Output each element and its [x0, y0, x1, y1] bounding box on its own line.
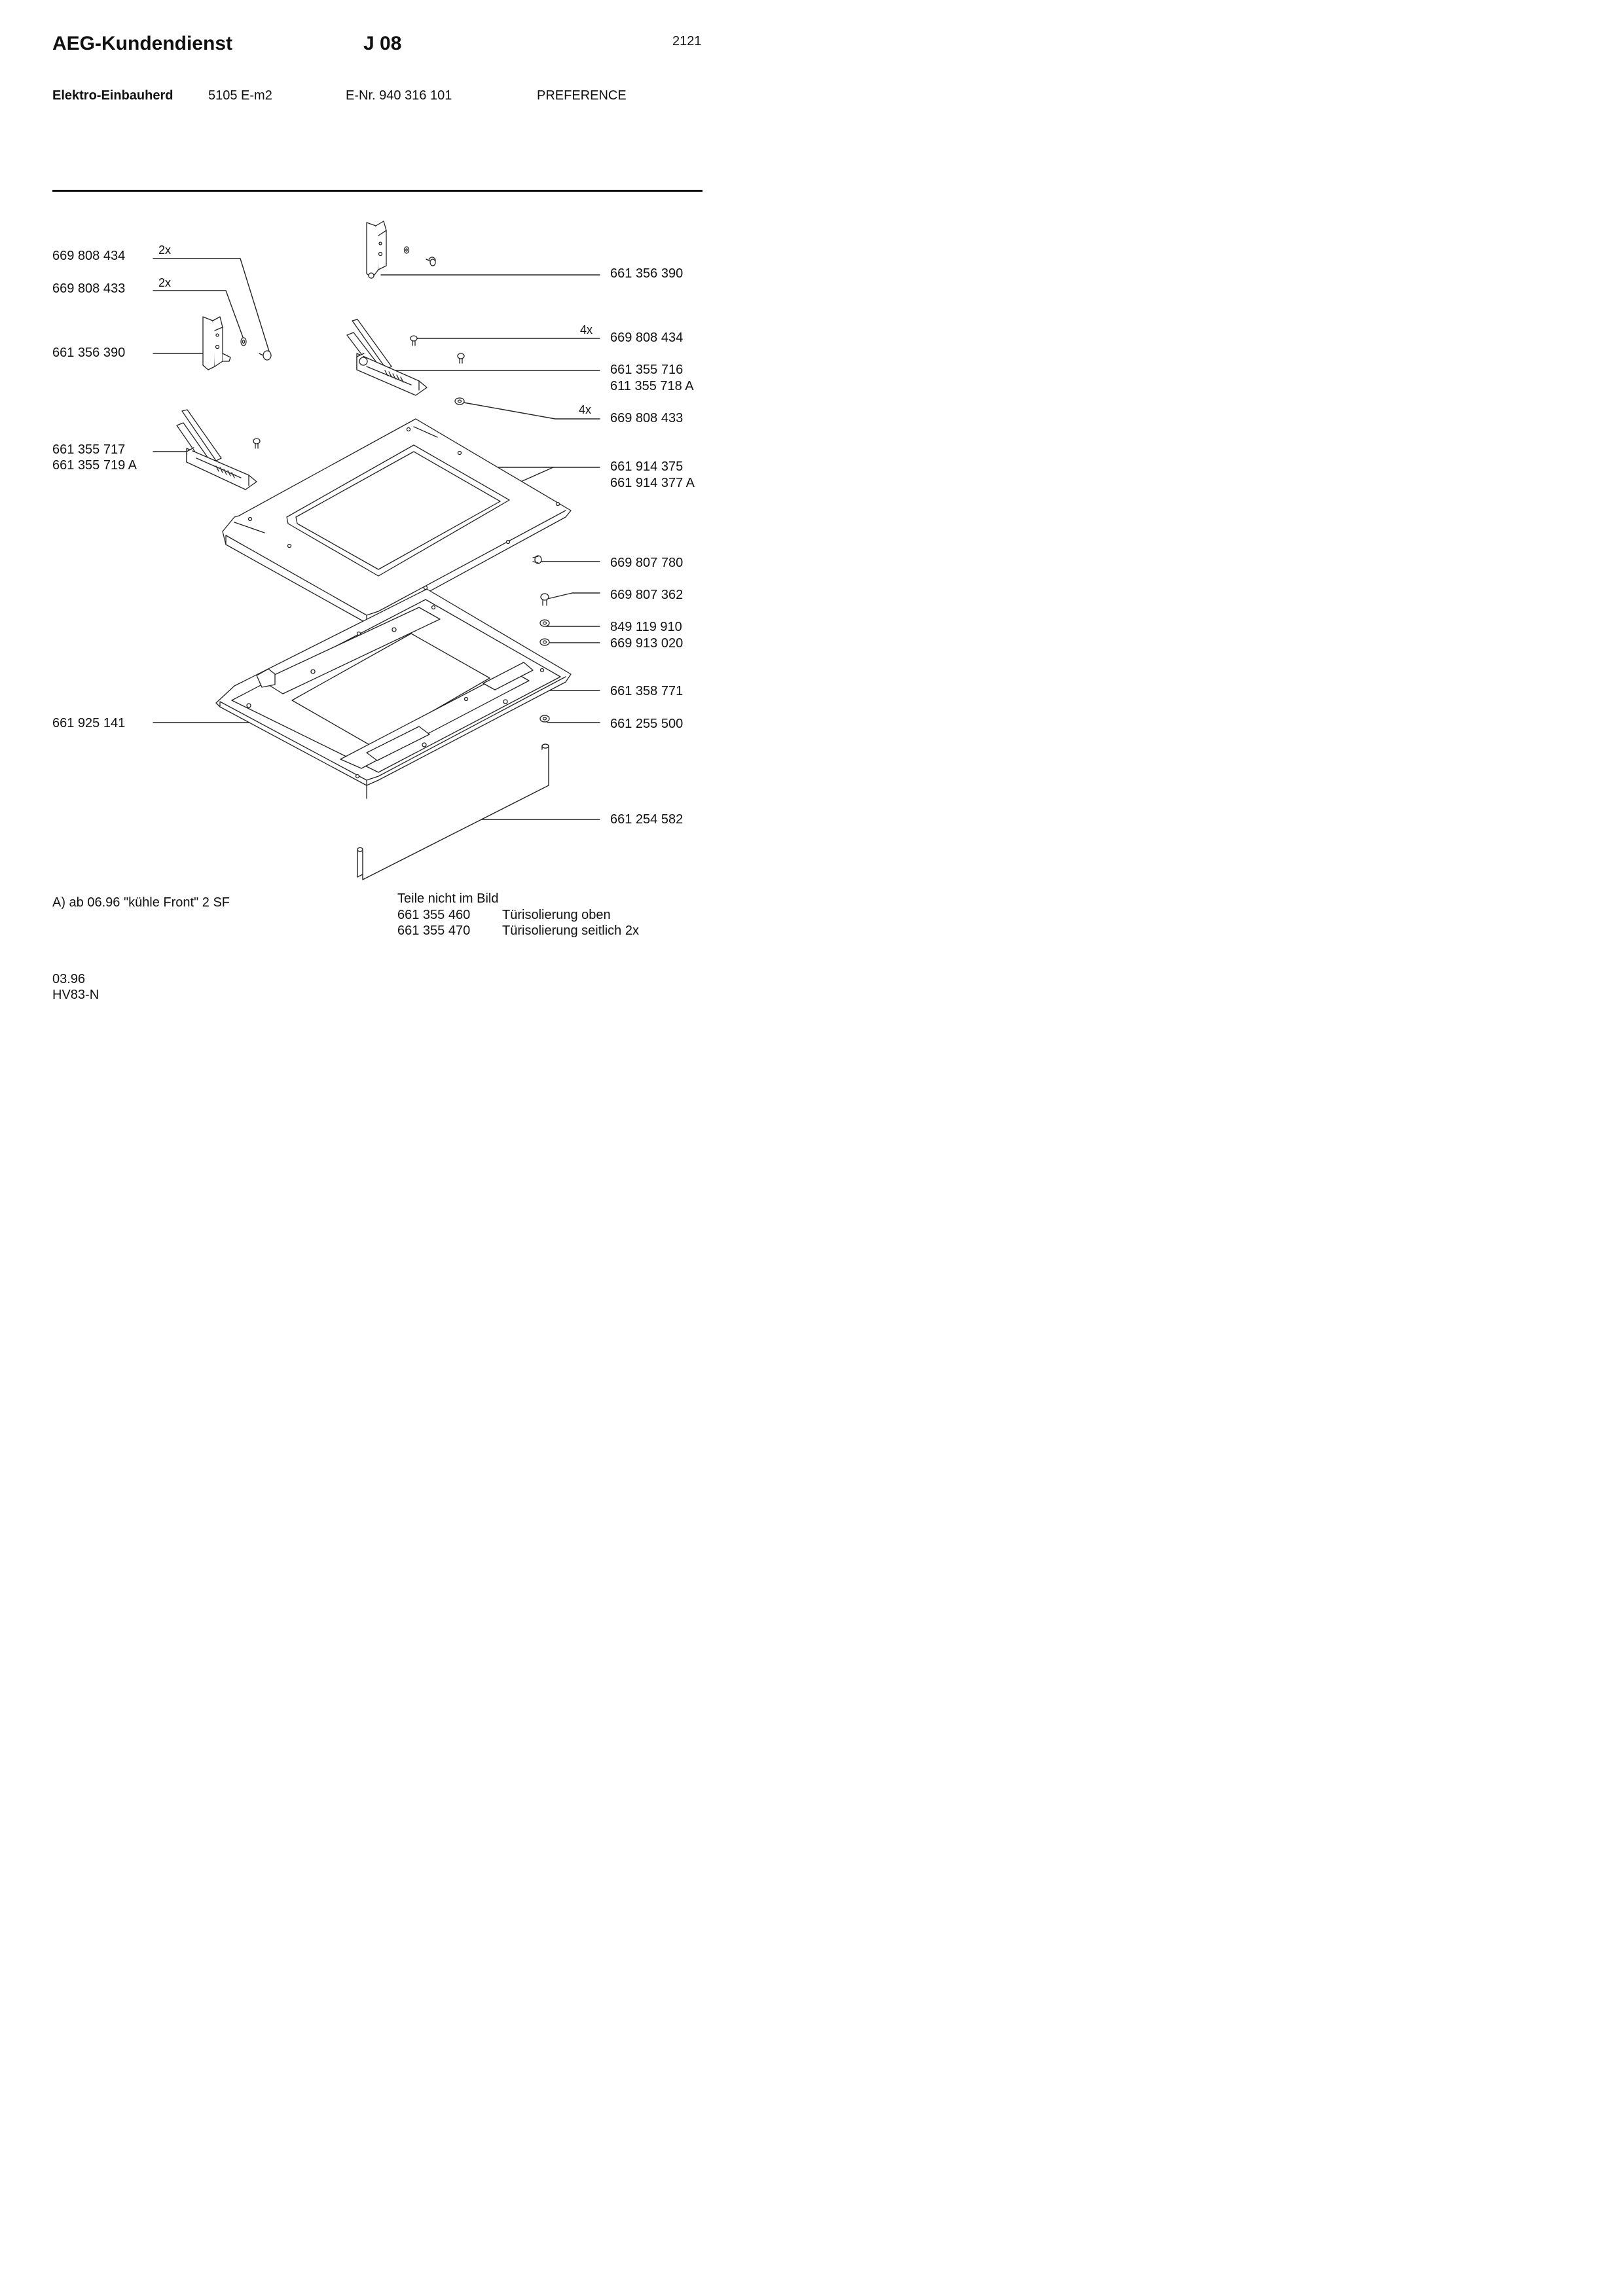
not-shown-part: 661 355 470	[397, 924, 471, 938]
model-number: 5105 E-m2	[208, 88, 272, 103]
screw-669807362	[540, 593, 549, 606]
callout-qty: 4x	[580, 323, 593, 336]
callout-part: 661 914 377 A	[610, 476, 695, 490]
callout-part: 661 358 771	[610, 684, 684, 698]
callout-qty: 4x	[579, 403, 592, 416]
callout-part: 661 355 717	[52, 442, 126, 457]
door-frame	[215, 588, 572, 799]
washer-849119910	[539, 619, 550, 627]
callout-part: 669 808 434	[610, 331, 684, 345]
screw-left	[259, 350, 272, 361]
group-code: J 08	[363, 33, 402, 54]
not-shown-heading: Teile nicht im Bild	[397, 891, 499, 906]
hinge-right	[346, 319, 428, 396]
series-name: PREFERENCE	[537, 88, 627, 103]
callout-part: 661 254 582	[610, 812, 684, 827]
callout-qty: 2x	[158, 276, 172, 289]
sheet-number: 2121	[672, 34, 702, 48]
callout-part: 611 355 718 A	[610, 379, 694, 393]
not-shown-part: 661 355 460	[397, 908, 471, 922]
footer-code: HV83-N	[52, 988, 100, 1002]
callout-part: 669 913 020	[610, 636, 684, 651]
door-handle	[357, 744, 549, 880]
callout-part: 661 255 500	[610, 717, 684, 731]
small-washer-top	[403, 246, 410, 254]
door-inner-panel	[222, 418, 572, 624]
callout-part: 669 808 433	[52, 281, 126, 296]
callout-part: 669 808 434	[52, 249, 126, 263]
callout-part: 669 808 433	[610, 411, 684, 425]
hinge-left	[176, 409, 257, 490]
callout-part: 669 807 780	[610, 556, 684, 570]
washer-left	[240, 337, 247, 346]
small-screw-top	[426, 257, 436, 266]
callout-part: 661 355 716	[610, 363, 684, 377]
exploded-drawing	[153, 221, 600, 880]
callout-part: 661 356 390	[610, 266, 684, 281]
product-name: Elektro-Einbauherd	[52, 88, 173, 103]
callout-part: 661 355 719 A	[52, 458, 137, 473]
leader-lines	[153, 258, 600, 820]
hinge-bracket-left	[202, 316, 231, 370]
washer-669913020	[539, 638, 550, 646]
hinge-bracket-top	[366, 221, 387, 279]
callout-part: 669 807 362	[610, 588, 684, 602]
callout-part: 849 119 910	[610, 620, 682, 634]
washer-4x	[454, 397, 465, 405]
header-divider	[52, 190, 702, 192]
screw-669807780	[532, 555, 542, 564]
footnote: A) ab 06.96 "kühle Front" 2 SF	[52, 895, 230, 910]
footer-date: 03.96	[52, 972, 86, 986]
e-number: E-Nr. 940 316 101	[346, 88, 452, 103]
screw-left-hinge	[253, 438, 261, 449]
callout-qty: 2x	[158, 243, 172, 257]
brand-title: AEG-Kundendienst	[52, 33, 232, 54]
callout-part: 661 356 390	[52, 346, 126, 360]
callout-part: 661 914 375	[610, 459, 684, 474]
screw-mid	[457, 353, 465, 364]
not-shown-desc: Türisolierung oben	[502, 908, 611, 922]
washer-661255500	[539, 715, 550, 723]
screw-4x	[410, 335, 418, 346]
not-shown-desc: Türisolierung seitlich 2x	[502, 924, 639, 938]
callout-part: 661 925 141	[52, 716, 126, 730]
